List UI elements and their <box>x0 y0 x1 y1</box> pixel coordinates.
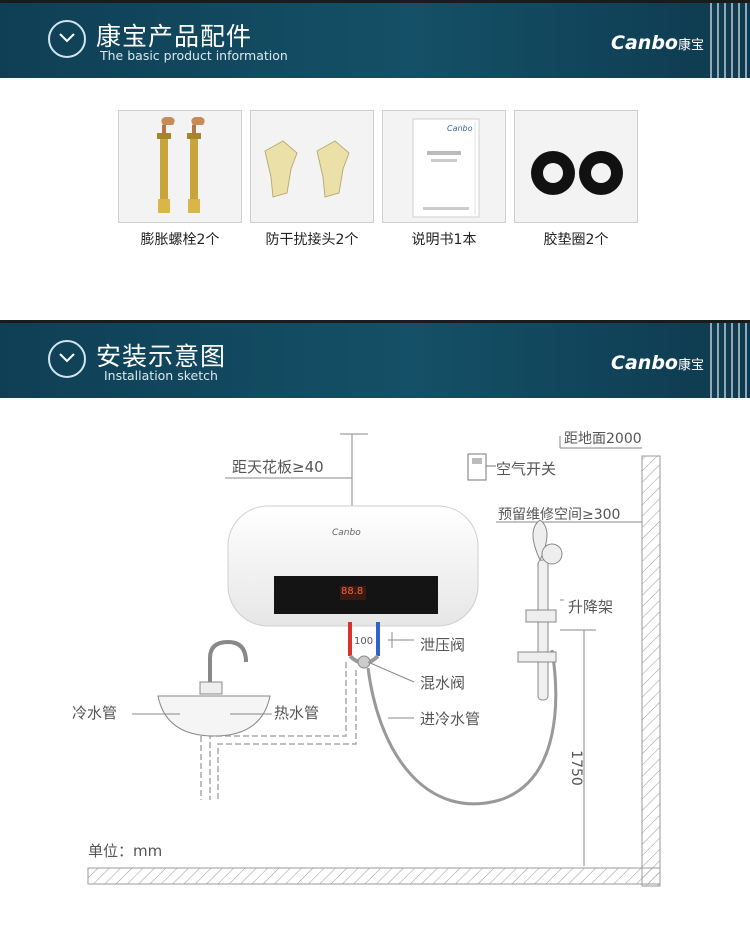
decor-stripes <box>710 323 750 398</box>
air-switch-icon <box>467 453 487 481</box>
dimension-100: 100 <box>354 636 374 647</box>
installation-diagram: 距地面2000 距天花板≥40 空气开关 预留维修空间≥300 升降架 泄压阀 … <box>0 400 750 944</box>
rubber-washer-icon <box>531 151 623 195</box>
accessory-card-washer <box>514 110 638 223</box>
accessory-card-manual: Canbo <box>382 110 506 223</box>
chevron-down-icon <box>48 340 86 378</box>
maintenance-space-label: 预留维修空间≥300 <box>498 507 621 523</box>
manual-booklet-icon <box>412 118 480 218</box>
ceiling-clearance-label: 距天花板≥40 <box>232 458 324 476</box>
chevron-down-icon <box>48 20 86 58</box>
diagram-drawing <box>87 433 661 887</box>
mixing-valve-label: 混水阀 <box>420 674 466 692</box>
section-subtitle: Installation sketch <box>104 368 218 383</box>
section-banner-accessories: 康宝产品配件 The basic product information Can… <box>0 0 750 78</box>
cold-pipe-label: 冷水管 <box>72 704 118 722</box>
heater-brand: Canbo <box>332 528 361 538</box>
accessory-card-connector <box>250 110 374 223</box>
accessory-label: 防干扰接头2个 <box>265 232 359 248</box>
cold-inlet-label: 进冷水管 <box>420 710 481 728</box>
accessory-label: 胶垫圈2个 <box>543 232 609 248</box>
heater-display: 88.8 <box>341 586 364 597</box>
manual-logo: Canbo <box>447 124 473 133</box>
decor-stripes <box>710 3 750 78</box>
expansion-bolt-icon <box>157 117 205 213</box>
air-switch-label: 空气开关 <box>496 460 557 478</box>
section-title: 安装示意图 <box>96 342 227 371</box>
wall <box>641 455 661 887</box>
accessory-label: 膨胀螺栓2个 <box>140 232 220 248</box>
hot-pipe-label: 热水管 <box>274 704 320 722</box>
section-title: 康宝产品配件 <box>96 22 253 51</box>
section-subtitle: The basic product information <box>100 48 288 63</box>
lifting-rack-label: 升降架 <box>568 598 614 616</box>
unit-label: 单位：mm <box>88 842 163 860</box>
dimension-1750: 1750 <box>567 750 584 786</box>
relief-valve-label: 泄压阀 <box>420 636 466 654</box>
connector-icon <box>264 140 350 198</box>
brand-logo: Canbo康宝 <box>611 352 704 374</box>
floor-height-label: 距地面2000 <box>564 431 642 447</box>
brand-logo: Canbo康宝 <box>611 32 704 54</box>
accessory-card-bolt <box>118 110 242 223</box>
section-banner-installation: 安装示意图 Installation sketch Canbo康宝 <box>0 320 750 398</box>
accessory-label: 说明书1本 <box>411 232 477 248</box>
floor <box>87 867 661 885</box>
